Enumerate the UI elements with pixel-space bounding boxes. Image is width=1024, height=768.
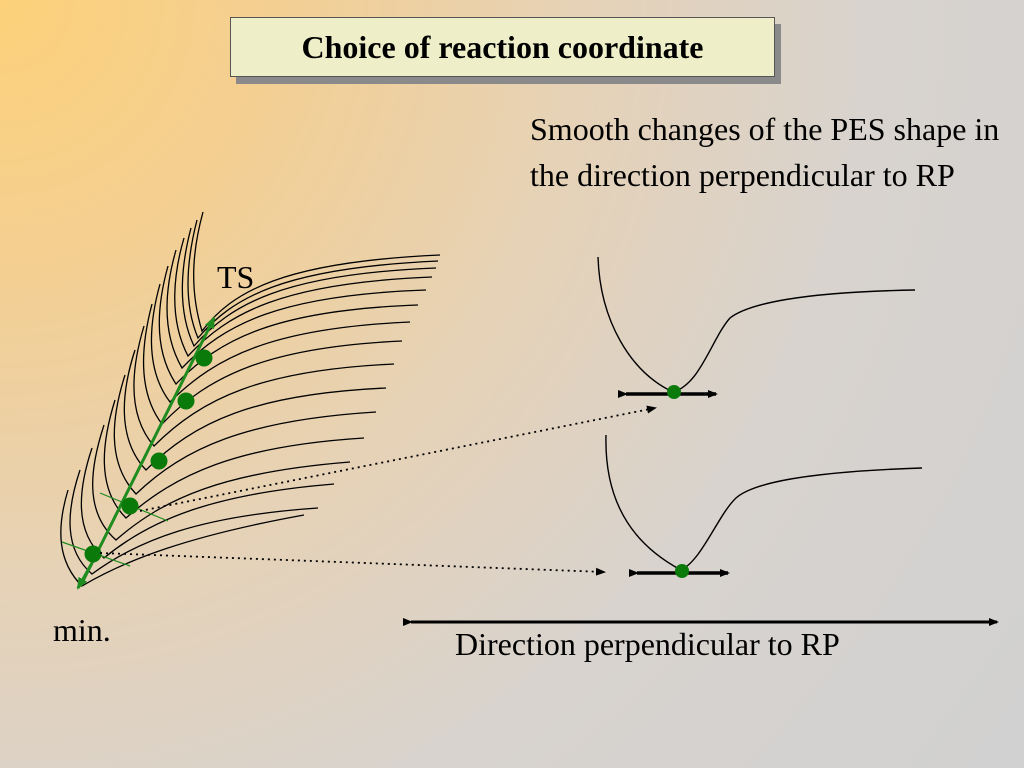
path-points [84,349,213,563]
profile-curve-upper [597,256,916,393]
min-label: min. [53,612,111,648]
ts-label: TS [217,259,255,295]
contour-line [80,447,335,559]
projection-arrow-lower [99,552,606,576]
contour-line [174,237,433,358]
slide-title-text: Choice of reaction coordinate [301,28,704,65]
projection-arrow-upper [139,405,657,512]
profile-curve-lower [605,434,923,571]
contour-line [158,265,419,386]
path-point [121,497,139,515]
contour-line [69,469,319,575]
contour-line [142,303,403,425]
profile-point-upper [667,385,681,399]
contour-line [113,374,377,495]
path-point [150,452,168,470]
caption-text: Smooth changes of the PES shape in the d… [530,111,1000,193]
contour-line [133,325,395,447]
slide-title: Choice of reaction coordinate [230,17,775,77]
contour-line [60,489,305,587]
contour-line [103,399,365,519]
path-point [177,392,195,410]
direction-label: Direction perpendicular to RP [455,626,840,662]
contour-line [92,424,351,541]
contour-line [150,283,411,403]
profile-point-lower [675,564,689,578]
path-point [195,349,213,367]
path-point [84,545,102,563]
reaction-path-arrow [80,316,216,584]
reaction-path-arrow-tail [76,562,94,590]
